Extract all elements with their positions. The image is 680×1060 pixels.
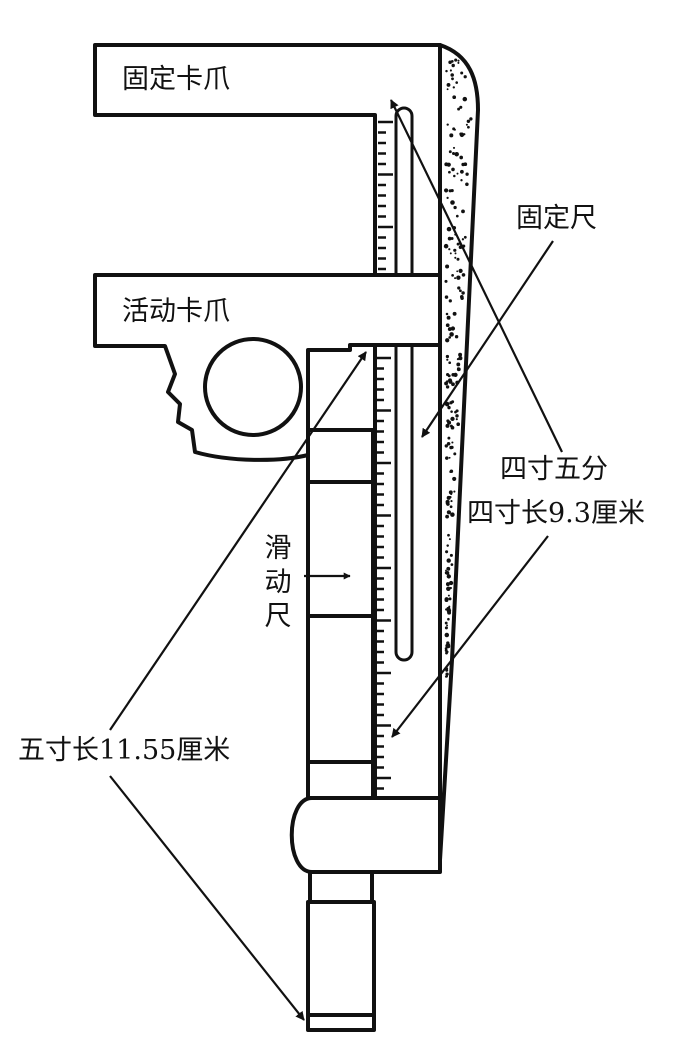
- sliding-ruler-ticks: [376, 356, 391, 790]
- leader-four-cun-bottom: [391, 535, 549, 738]
- label-four-cun-length: 四寸长9.3厘米: [467, 498, 645, 529]
- sliding-ruler: [306, 428, 375, 800]
- leader-five-cun-top: [109, 351, 367, 731]
- label-sliding-ruler-char-1: 滑: [264, 533, 292, 564]
- fixed-ruler-ticks: [378, 120, 393, 271]
- label-five-cun-length: 五寸长11.55厘米: [18, 735, 231, 766]
- fixed-ruler-stock: [438, 43, 480, 862]
- bottom-clamp: [289, 796, 442, 1032]
- label-fixed-ruler: 固定尺: [516, 203, 597, 234]
- leader-fixed-ruler: [421, 240, 554, 438]
- label-sliding-ruler-char-3: 尺: [264, 600, 292, 632]
- label-sliding-ruler-char-2: 动: [264, 566, 292, 598]
- label-fixed-jaw: 固定卡爪: [122, 64, 230, 95]
- label-sliding-ruler: 滑 动 尺: [263, 532, 293, 633]
- leader-five-cun-bottom: [109, 775, 305, 1021]
- label-four-cun-five-fen: 四寸五分: [500, 454, 608, 485]
- movable-jaw: [93, 273, 442, 462]
- annotation-leaders: [109, 99, 563, 1021]
- fixed-ruler-slot: [394, 106, 414, 662]
- label-movable-jaw: 活动卡爪: [122, 296, 230, 327]
- leader-four-cun-top: [390, 99, 563, 453]
